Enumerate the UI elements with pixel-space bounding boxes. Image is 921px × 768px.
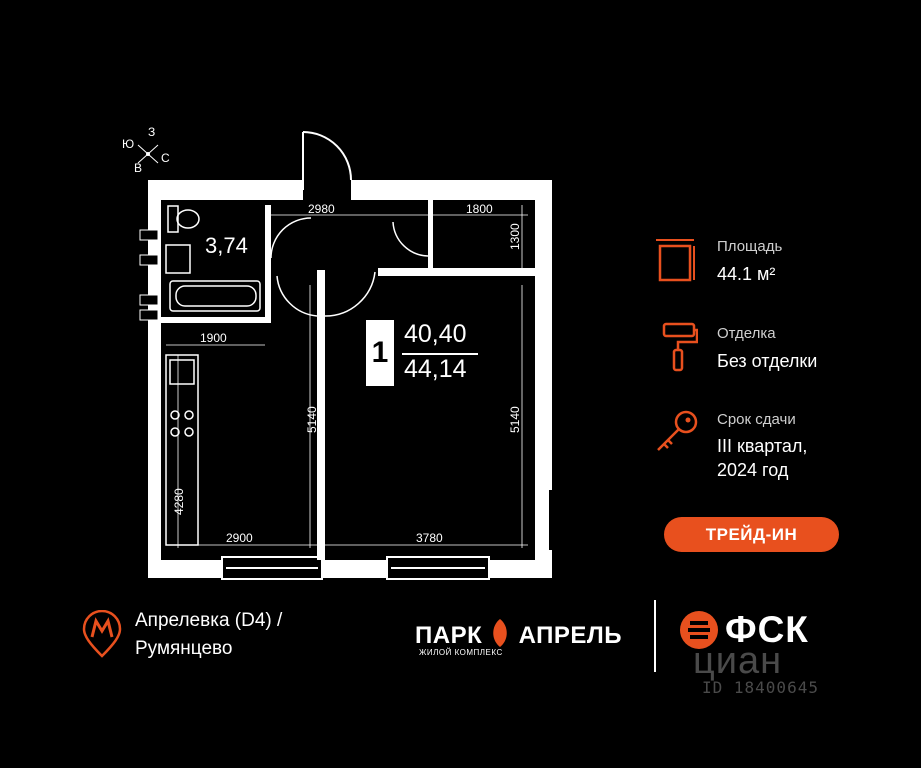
dim-bottom-left: 2900 <box>226 531 253 545</box>
living-area: 40,40 <box>404 320 467 348</box>
compass-east: С <box>161 151 170 165</box>
brand-divider <box>654 600 656 672</box>
compass-west: Ю <box>122 137 134 151</box>
compass-north: З <box>148 125 155 139</box>
fsk-logo-icon <box>680 611 718 649</box>
area-icon <box>656 239 695 282</box>
windows <box>139 229 555 580</box>
dim-top-right: 1800 <box>466 202 493 216</box>
fsk-brand: ФСК <box>725 609 809 650</box>
interior-walls <box>161 200 535 560</box>
park-subtitle: ЖИЛОЙ КОМПЛЕКС <box>419 648 503 657</box>
deadline-line1: III квартал, <box>717 436 808 456</box>
area-divider <box>402 353 478 355</box>
dim-middle-vertical: 5140 <box>305 406 319 433</box>
key-icon <box>657 410 698 451</box>
dim-right-short: 1300 <box>508 223 522 250</box>
total-area: 44,14 <box>404 355 467 383</box>
dim-left-vertical: 4280 <box>172 488 186 515</box>
bathroom-fixtures <box>165 205 312 312</box>
dim-top-corridor: 2980 <box>308 202 335 216</box>
park-left: ПАРК <box>415 622 483 649</box>
area-label: Площадь <box>717 238 783 255</box>
dimension-lines <box>166 205 528 548</box>
metro-icon <box>82 610 122 658</box>
dim-bottom-right: 3780 <box>416 531 443 545</box>
cian-watermark: циан <box>693 640 783 682</box>
metro-stations: Апрелевка (D4) / Румянцево <box>135 607 282 663</box>
paint-roller-icon <box>662 322 698 372</box>
park-right: АПРЕЛЬ <box>518 622 622 649</box>
dim-kitchen-top: 1900 <box>200 331 227 345</box>
deadline-label: Срок сдачи <box>717 411 796 428</box>
rooms-count: 1 <box>366 320 394 386</box>
dim-right-vertical: 5140 <box>508 406 522 433</box>
trade-in-button[interactable]: ТРЕЙД-ИН <box>664 517 839 552</box>
park-logo: ПАРК АПРЕЛЬ <box>415 618 622 650</box>
finish-label: Отделка <box>717 325 776 342</box>
compass-icon: З С В Ю <box>122 125 170 175</box>
metro-line2: Румянцево <box>135 638 233 659</box>
unit-area-badge: 1 40,40 44,14 <box>366 320 478 386</box>
leaf-icon <box>493 619 508 647</box>
metro-line1: Апрелевка (D4) / <box>135 610 283 631</box>
area-value: 44.1 м² <box>717 264 776 284</box>
deadline-line2: 2024 год <box>717 460 789 480</box>
bathroom-area-label: 3,74 <box>205 233 248 258</box>
finish-value: Без отделки <box>717 351 818 371</box>
compass-south: В <box>134 161 142 175</box>
cian-listing-id: ID 18400645 <box>702 678 819 697</box>
entry-door <box>302 131 352 190</box>
kitchen-fixtures <box>165 354 199 546</box>
